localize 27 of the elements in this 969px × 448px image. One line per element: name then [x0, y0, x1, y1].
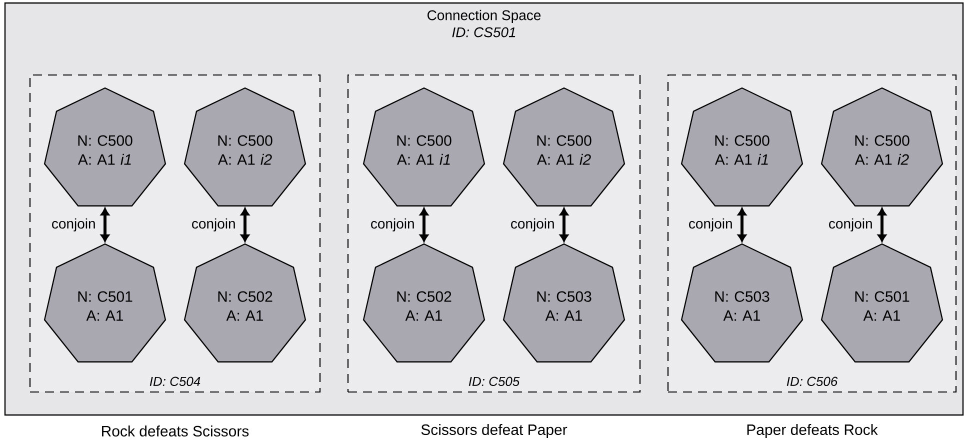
edge-label: conjoin — [371, 218, 414, 232]
heptagon: N: C502 A: A1 — [184, 243, 306, 362]
node-label: Rock defeats Scissors — [102, 426, 249, 436]
heptagon: N: C500 A: A1 i1 — [362, 87, 486, 206]
double-arrow — [878, 208, 886, 242]
double-arrow — [738, 208, 746, 242]
double-arrow — [420, 208, 428, 242]
heptagon: N: C503 A: A1 — [502, 243, 626, 362]
edge-label: conjoin — [52, 218, 95, 232]
heptagon: N: C501 A: A1 — [44, 243, 166, 362]
heptagon: N: C500 A: A1 i2 — [184, 87, 306, 206]
heptagon: N: C503 A: A1 — [680, 243, 804, 362]
double-arrow — [560, 208, 568, 242]
edge-label: conjoin — [192, 218, 235, 232]
double-arrow — [100, 208, 110, 242]
heptagon: N: C500 A: A1 i2 — [502, 87, 626, 206]
node-label: Paper defeats Rock — [747, 424, 878, 438]
edge-label: conjoin — [829, 218, 872, 232]
edge-label: conjoin — [511, 218, 554, 232]
heptagon: N: C500 A: A1 i1 — [44, 87, 166, 206]
heptagon: N: C500 A: A1 i2 — [820, 87, 944, 206]
heptagon: N: C500 A: A1 i1 — [680, 87, 804, 206]
heptagon: N: C502 A: A1 — [362, 243, 486, 362]
double-arrow — [240, 208, 250, 242]
edge-label: conjoin — [689, 218, 732, 232]
node-label: Scissors defeat Paper — [421, 424, 568, 438]
heptagon: N: C501 A: A1 — [820, 243, 944, 362]
